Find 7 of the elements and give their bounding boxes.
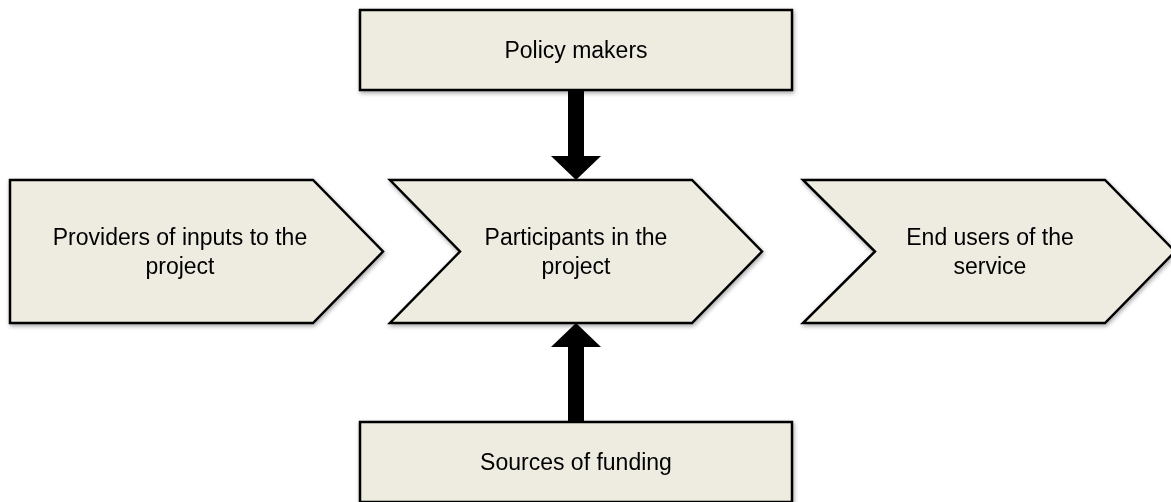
- node-label: End users of the service: [905, 222, 1075, 281]
- arrow: [551, 323, 601, 422]
- node-label: Policy makers: [504, 35, 648, 65]
- node-label: Providers of inputs to the project: [51, 222, 309, 281]
- arrow: [551, 90, 601, 180]
- node-label: Sources of funding: [480, 447, 672, 477]
- node-label: Participants in the project: [483, 222, 669, 281]
